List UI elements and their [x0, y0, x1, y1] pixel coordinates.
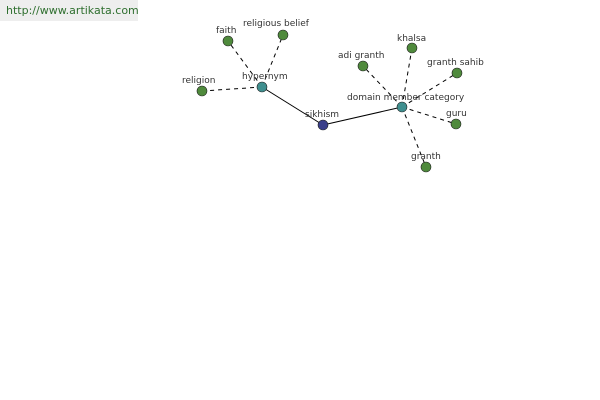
node-label-granth[interactable]: granth: [411, 152, 441, 162]
edge-hypernym-faith: [227, 40, 263, 88]
node-religion[interactable]: [196, 85, 208, 97]
edge-hypernym-religious-belief: [261, 34, 284, 88]
node-label-adi-granth[interactable]: adi granth: [338, 51, 384, 61]
node-granth-sahib[interactable]: [451, 67, 463, 79]
node-sikhism[interactable]: [317, 119, 329, 131]
node-label-hypernym[interactable]: hypernym: [242, 72, 288, 82]
edge-sikhism-domain: [322, 106, 403, 126]
node-religious-belief[interactable]: [277, 29, 289, 41]
node-hypernym[interactable]: [256, 81, 268, 93]
node-label-religion[interactable]: religion: [182, 76, 215, 86]
node-guru[interactable]: [450, 118, 462, 130]
node-label-domain[interactable]: domain member category: [347, 93, 465, 103]
edge-domain-khalsa: [401, 47, 413, 108]
node-label-guru[interactable]: guru: [446, 109, 467, 119]
node-granth[interactable]: [420, 161, 432, 173]
edge-domain-granth-sahib: [401, 72, 458, 108]
node-khalsa[interactable]: [406, 42, 418, 54]
node-label-sikhism[interactable]: sikhism: [305, 110, 339, 120]
node-adi-granth[interactable]: [357, 60, 369, 72]
node-label-religious-belief[interactable]: religious belief: [243, 19, 310, 29]
node-label-khalsa[interactable]: khalsa: [397, 34, 426, 44]
edge-hypernym-religion: [201, 86, 263, 92]
node-domain[interactable]: [396, 101, 408, 113]
edge-domain-guru: [401, 106, 457, 125]
node-label-faith[interactable]: faith: [216, 26, 236, 36]
site-url-link[interactable]: http://www.artikata.com: [0, 0, 139, 21]
edge-domain-granth: [401, 106, 427, 168]
node-label-granth-sahib[interactable]: granth sahib: [427, 58, 484, 68]
edge-domain-adi-granth: [362, 65, 403, 108]
edge-sikhism-hypernym: [261, 86, 324, 126]
node-faith[interactable]: [222, 35, 234, 47]
